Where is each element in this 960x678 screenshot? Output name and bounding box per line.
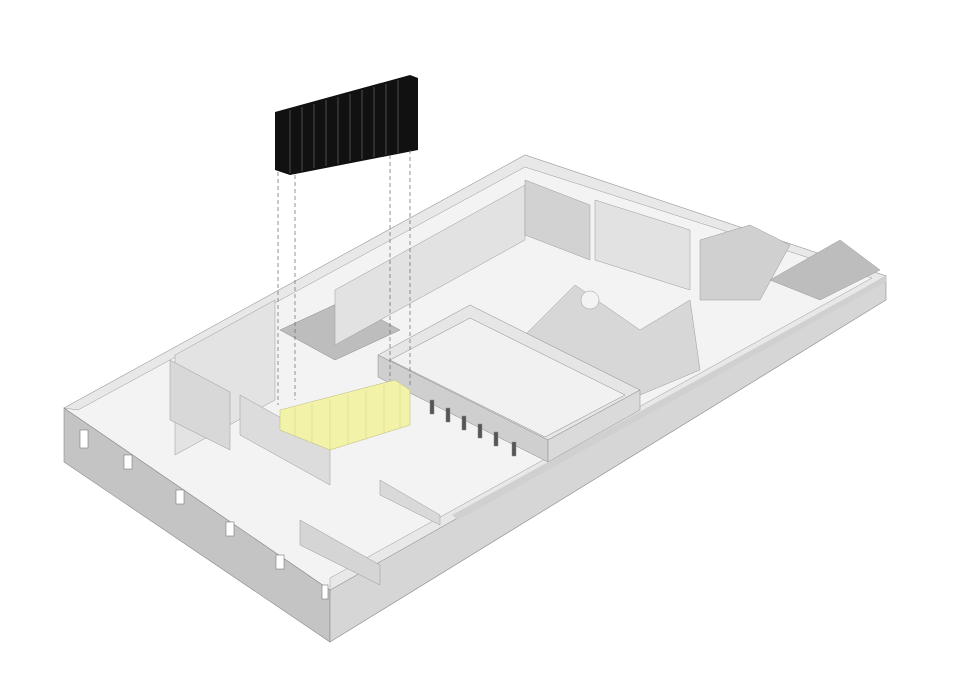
central-block: [377, 304, 641, 463]
suspended-black-panels: [275, 75, 418, 175]
rear-rooms: [334, 179, 881, 396]
left-wing-rooms: [169, 299, 441, 586]
facade-windows: [79, 429, 329, 600]
interior-partition-wall: [452, 276, 886, 520]
inserted-yellow-panels: [279, 379, 411, 451]
projection-lines: [277, 150, 411, 405]
